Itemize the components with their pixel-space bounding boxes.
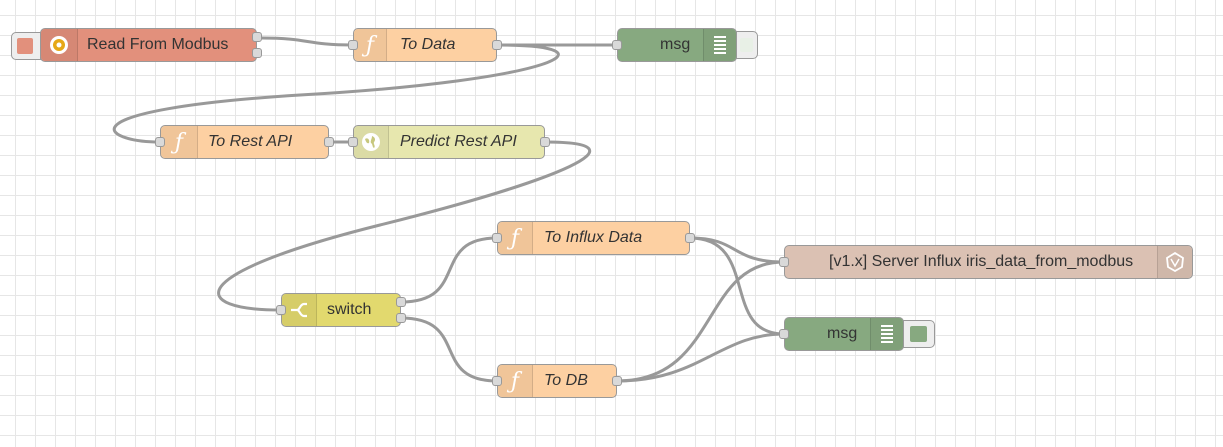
output-port[interactable]	[324, 137, 334, 147]
influxdb-icon	[1157, 246, 1192, 278]
node-label: Read From Modbus	[87, 36, 229, 53]
node-debug-msg-top[interactable]: msg	[612, 28, 737, 62]
node-label: msg	[827, 325, 858, 342]
output-port[interactable]	[396, 297, 406, 307]
switch-icon	[282, 294, 317, 326]
output-port[interactable]	[492, 40, 502, 50]
output-port[interactable]	[612, 376, 622, 386]
input-port[interactable]	[612, 40, 622, 50]
debug-list-icon	[703, 29, 736, 61]
node-label: Predict Rest API	[400, 133, 517, 150]
node-label: To Influx Data	[544, 229, 643, 246]
output-port[interactable]	[252, 32, 262, 42]
node-debug-msg-bottom[interactable]: msg	[779, 317, 904, 351]
node-to-db[interactable]: ƒ To DB	[492, 364, 622, 398]
wire-to-data-to-rest[interactable]	[112, 43, 560, 144]
debug-toggle-button[interactable]	[903, 320, 935, 348]
node-label: To Rest API	[208, 133, 293, 150]
input-port[interactable]	[348, 40, 358, 50]
wire-influx-to-server[interactable]	[689, 236, 785, 264]
node-label: [v1.x] Server Influx iris_data_from_modb…	[829, 253, 1134, 270]
node-to-rest-api[interactable]: ƒ To Rest API	[155, 125, 334, 159]
input-port[interactable]	[348, 137, 358, 147]
node-label: msg	[660, 36, 691, 53]
debug-toggle-indicator	[740, 38, 753, 52]
wire-switch-to-influx[interactable]	[400, 236, 498, 304]
node-influx-output[interactable]: [v1.x] Server Influx iris_data_from_modb…	[779, 245, 1193, 279]
node-to-influx-data[interactable]: ƒ To Influx Data	[492, 221, 695, 255]
debug-toggle-button[interactable]	[736, 31, 758, 59]
debug-toggle-indicator	[910, 326, 927, 342]
modbus-gear-icon	[41, 29, 78, 61]
node-label: To Data	[400, 36, 456, 53]
globe-icon	[354, 126, 389, 158]
input-port[interactable]	[779, 257, 789, 267]
inject-trigger-button[interactable]	[17, 38, 33, 54]
input-port[interactable]	[492, 376, 502, 386]
node-read-from-modbus[interactable]: Read From Modbus	[40, 28, 262, 62]
function-icon: ƒ	[161, 126, 198, 158]
output-port[interactable]	[540, 137, 550, 147]
function-icon: ƒ	[354, 29, 387, 61]
node-switch[interactable]: switch	[276, 293, 406, 327]
wire-db-to-debug[interactable]	[616, 332, 785, 383]
node-to-data[interactable]: ƒ To Data	[348, 28, 502, 62]
wire-modbus-to-data[interactable]	[261, 36, 354, 47]
wire-predict-to-switch[interactable]	[217, 140, 592, 312]
output-port[interactable]	[252, 48, 262, 58]
debug-list-icon	[870, 318, 903, 350]
wire-influx-to-debug[interactable]	[689, 236, 785, 336]
function-icon: ƒ	[498, 365, 533, 397]
output-port[interactable]	[685, 233, 695, 243]
input-port[interactable]	[276, 305, 286, 315]
node-label: To DB	[544, 372, 588, 389]
wire-switch-to-db[interactable]	[400, 316, 498, 383]
wire-db-to-server[interactable]	[616, 260, 785, 383]
input-port[interactable]	[492, 233, 502, 243]
output-port[interactable]	[396, 313, 406, 323]
node-label: switch	[327, 301, 372, 318]
input-port[interactable]	[155, 137, 165, 147]
node-predict-rest-api[interactable]: Predict Rest API	[348, 125, 550, 159]
function-icon: ƒ	[498, 222, 533, 254]
inject-button-frame[interactable]	[11, 32, 41, 60]
input-port[interactable]	[779, 329, 789, 339]
